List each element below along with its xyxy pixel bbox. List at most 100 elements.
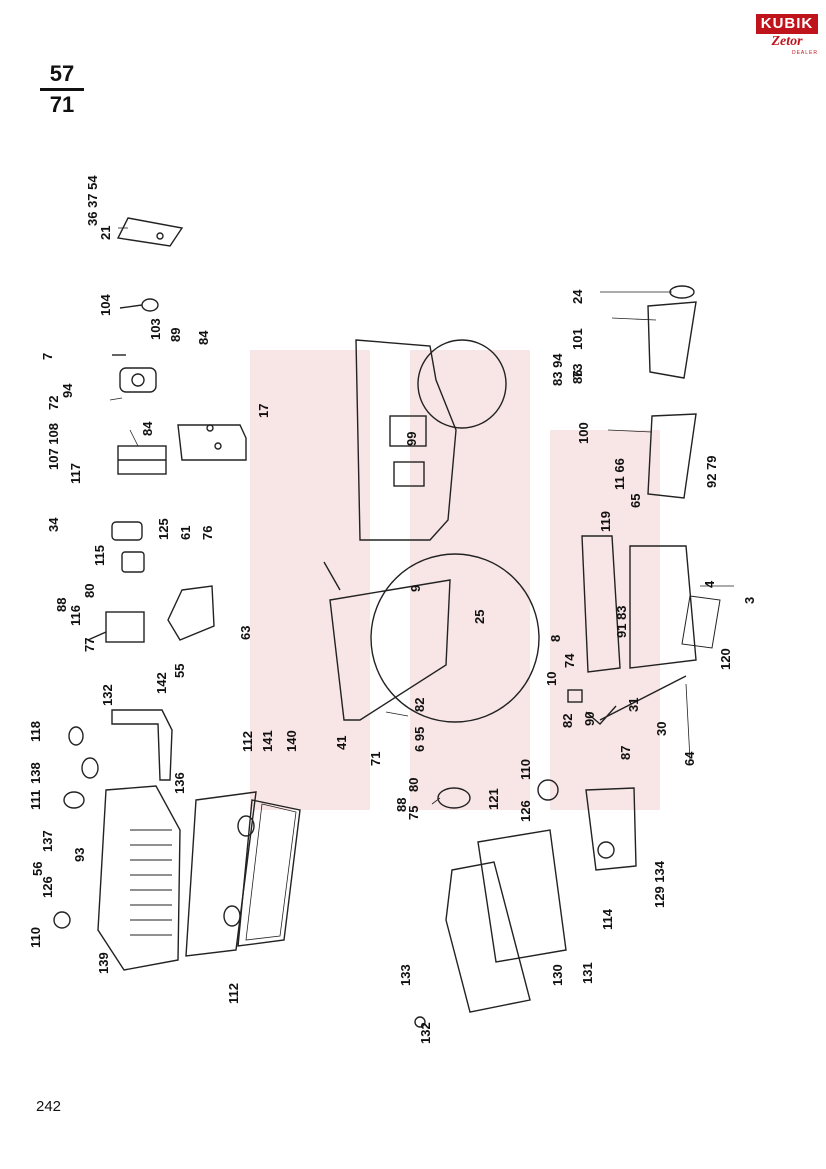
logo-dealer-text: DEALER <box>791 50 818 56</box>
rod-part <box>599 675 687 721</box>
callout-101: 101 <box>570 328 585 350</box>
callout-77: 77 <box>82 638 97 652</box>
callout-119: 119 <box>598 511 613 532</box>
fuse-box-part <box>105 611 145 643</box>
callout-93: 93 <box>72 848 87 862</box>
callout-6-95: 6 95 <box>412 727 427 752</box>
callout-139: 139 <box>96 952 111 974</box>
callout-99: 99 <box>404 432 419 446</box>
callout-88: 88 <box>54 598 69 612</box>
callout-9: 9 <box>408 585 423 592</box>
callout-7: 7 <box>40 353 55 360</box>
callout-17: 17 <box>256 404 271 418</box>
callout-116: 116 <box>68 605 83 626</box>
callout-34: 34 <box>46 517 61 532</box>
callout-84: 84 <box>140 421 155 436</box>
callout-125: 125 <box>156 518 171 540</box>
callout-137: 137 <box>40 830 55 852</box>
callout-74: 74 <box>562 653 577 668</box>
fender-part <box>445 861 531 1013</box>
section-number-top: 57 <box>49 61 75 86</box>
callout-82: 82 <box>412 698 427 712</box>
callout-141: 141 <box>260 730 275 752</box>
callout-133: 133 <box>398 964 413 986</box>
callout-76: 76 <box>200 526 215 540</box>
callout-107-108: 107 108 <box>46 423 61 470</box>
callout-121: 121 <box>486 788 501 810</box>
callout-110-right: 110 <box>518 759 533 780</box>
callout-126-left: 126 <box>40 876 55 898</box>
section-number-bottom: 71 <box>49 92 75 117</box>
bracket-part <box>177 424 247 461</box>
callout-140: 140 <box>284 730 299 752</box>
fraction-bar <box>40 88 84 91</box>
callout-55: 55 <box>172 664 187 678</box>
fender-panel-part <box>477 829 567 963</box>
bulb-part <box>537 779 559 801</box>
callout-130: 130 <box>550 964 565 986</box>
callout-56: 56 <box>30 862 45 876</box>
callout-25: 25 <box>472 610 487 624</box>
callout-89: 89 <box>168 328 183 342</box>
callout-112-bottom: 112 <box>226 983 241 1004</box>
frame-part <box>185 791 257 957</box>
callout-90: 90 <box>582 712 597 726</box>
callout-83-94: 83 94 <box>550 353 565 386</box>
callout-100: 100 <box>576 422 591 444</box>
cover-plate-part <box>116 217 184 247</box>
switch-part <box>119 367 157 393</box>
callout-labels: 21 36 37 54 104 7 103 89 84 72 94 84 107… <box>28 175 757 1044</box>
battery-box-part <box>629 545 697 669</box>
cover-part <box>167 585 215 641</box>
motor-part <box>647 413 697 499</box>
callout-64: 64 <box>682 751 697 766</box>
battery-plate-part <box>581 535 621 673</box>
fan-part <box>669 285 695 299</box>
callout-86: 86 <box>570 370 585 384</box>
callout-10: 10 <box>544 672 559 686</box>
callout-132-top: 132 <box>100 684 115 706</box>
callout-115: 115 <box>92 545 107 566</box>
callout-117: 117 <box>68 463 83 484</box>
callout-75: 75 <box>406 806 421 820</box>
callout-126-right: 126 <box>518 800 533 822</box>
brand-logo: KUBIK Zetor DEALER <box>756 14 818 62</box>
callout-73: 73 <box>570 364 585 378</box>
panel-part <box>329 579 451 721</box>
callout-80: 80 <box>82 584 97 598</box>
callout-104: 104 <box>98 294 113 316</box>
callout-110-left: 110 <box>28 927 43 948</box>
bolt-part <box>156 232 164 240</box>
callout-24: 24 <box>570 289 585 304</box>
hood-part <box>355 339 457 541</box>
callout-72: 72 <box>46 396 61 410</box>
logo-sub-text: Zetor <box>771 34 803 49</box>
callout-142: 142 <box>154 672 169 694</box>
callout-92-79: 92 79 <box>704 455 719 488</box>
callout-132-bottom: 132 <box>418 1022 433 1044</box>
mount-bracket-part <box>111 709 173 781</box>
callout-30: 30 <box>654 722 669 736</box>
callout-118: 118 <box>28 721 43 742</box>
callout-91-83: 91 83 <box>614 605 629 638</box>
callout-94: 94 <box>60 383 75 398</box>
connector-part <box>111 521 143 541</box>
callout-71: 71 <box>368 752 383 766</box>
callout-129-134: 129 134 <box>652 860 667 908</box>
panel-ring-part <box>370 553 540 723</box>
lens-part <box>63 791 85 809</box>
socket-part <box>121 551 145 573</box>
headlight-housing-part <box>97 785 181 971</box>
callout-31: 31 <box>626 698 641 712</box>
grille-frame-part <box>237 799 301 947</box>
callout-63: 63 <box>238 626 253 640</box>
callout-36-37-54: 36 37 54 <box>85 175 100 226</box>
callout-11-66: 11 66 <box>612 458 627 490</box>
callout-3: 3 <box>742 597 757 604</box>
callout-88-mid: 88 <box>394 798 409 812</box>
callout-84-top: 84 <box>196 330 211 345</box>
callout-112-top: 112 <box>240 731 255 752</box>
cap-part <box>141 298 159 312</box>
callout-8: 8 <box>548 635 563 642</box>
